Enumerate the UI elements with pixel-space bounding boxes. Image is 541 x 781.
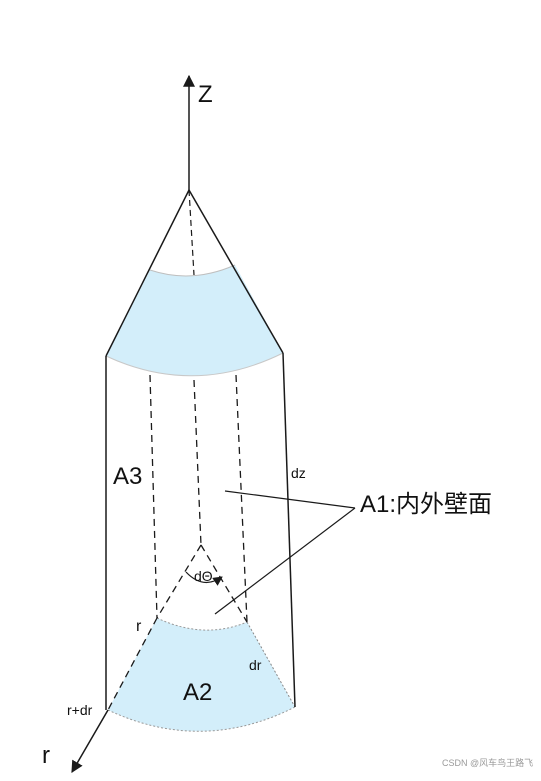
bottom-outer-arc [107, 706, 296, 732]
center-dashed-axis [193, 379, 202, 546]
a3-label: A3 [113, 463, 142, 490]
dz-label: dz [291, 465, 306, 481]
top-inner-arc [149, 264, 236, 277]
r-outer-label: r+dr [67, 702, 93, 718]
z-axis-label: Z [198, 81, 213, 108]
top-center-dashed [188, 189, 195, 276]
right-outer-wall [282, 352, 296, 708]
top-cone-right-edge [188, 189, 284, 354]
dr-label: dr [249, 657, 262, 673]
watermark: CSDN @风车鸟王路飞 [442, 757, 533, 768]
a1-leader-upper [224, 490, 356, 509]
r-axis-label: r [42, 742, 50, 769]
a1-leader-lower [214, 507, 356, 615]
right-dashed-wall [235, 374, 248, 623]
bottom-right-radial-edge [246, 621, 296, 708]
a2-label: A2 [183, 679, 212, 706]
r-inner-label: r [136, 618, 142, 635]
top-outer-arc [105, 352, 284, 377]
dtheta-arc [185, 571, 223, 586]
top-sector-face [106, 265, 283, 376]
a1-label: A1:内外壁面 [360, 491, 492, 518]
left-dashed-wall [149, 374, 158, 619]
r-axis-dashed [107, 617, 158, 711]
bottom-left-radial-dashed [156, 544, 202, 619]
r-axis [71, 709, 109, 774]
dtheta-label: dΘ [194, 568, 213, 584]
top-cone-left-edge [105, 189, 190, 357]
bottom-sector-face [108, 618, 295, 732]
bottom-right-radial-dashed [200, 544, 248, 623]
